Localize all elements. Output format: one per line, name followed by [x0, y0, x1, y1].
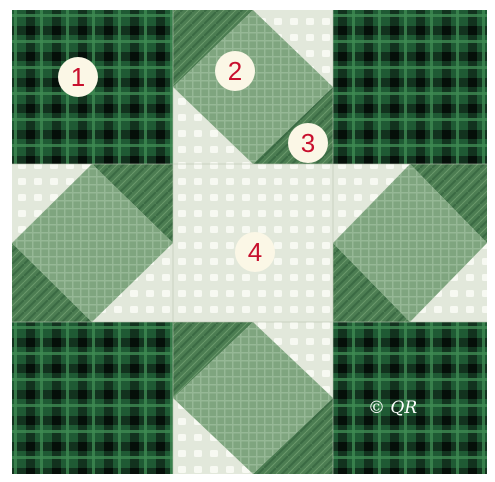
badge-2: 2: [215, 51, 255, 91]
badge-3-label: 3: [301, 128, 315, 158]
badge-3: 3: [288, 123, 328, 163]
badge-1-label: 1: [71, 62, 85, 92]
bottom-square-in-square-unit: [173, 322, 333, 474]
left-square-in-square-unit: [12, 164, 173, 322]
corner-square-bottom-left: [12, 322, 173, 474]
badge-2-label: 2: [228, 56, 242, 86]
copyright-mark: © QR: [368, 398, 417, 418]
badge-4-label: 4: [248, 237, 262, 267]
badge-4: 4: [235, 232, 275, 272]
corner-square-top-right: [333, 10, 487, 164]
badge-1: 1: [58, 57, 98, 97]
right-square-in-square-unit: [333, 164, 487, 322]
